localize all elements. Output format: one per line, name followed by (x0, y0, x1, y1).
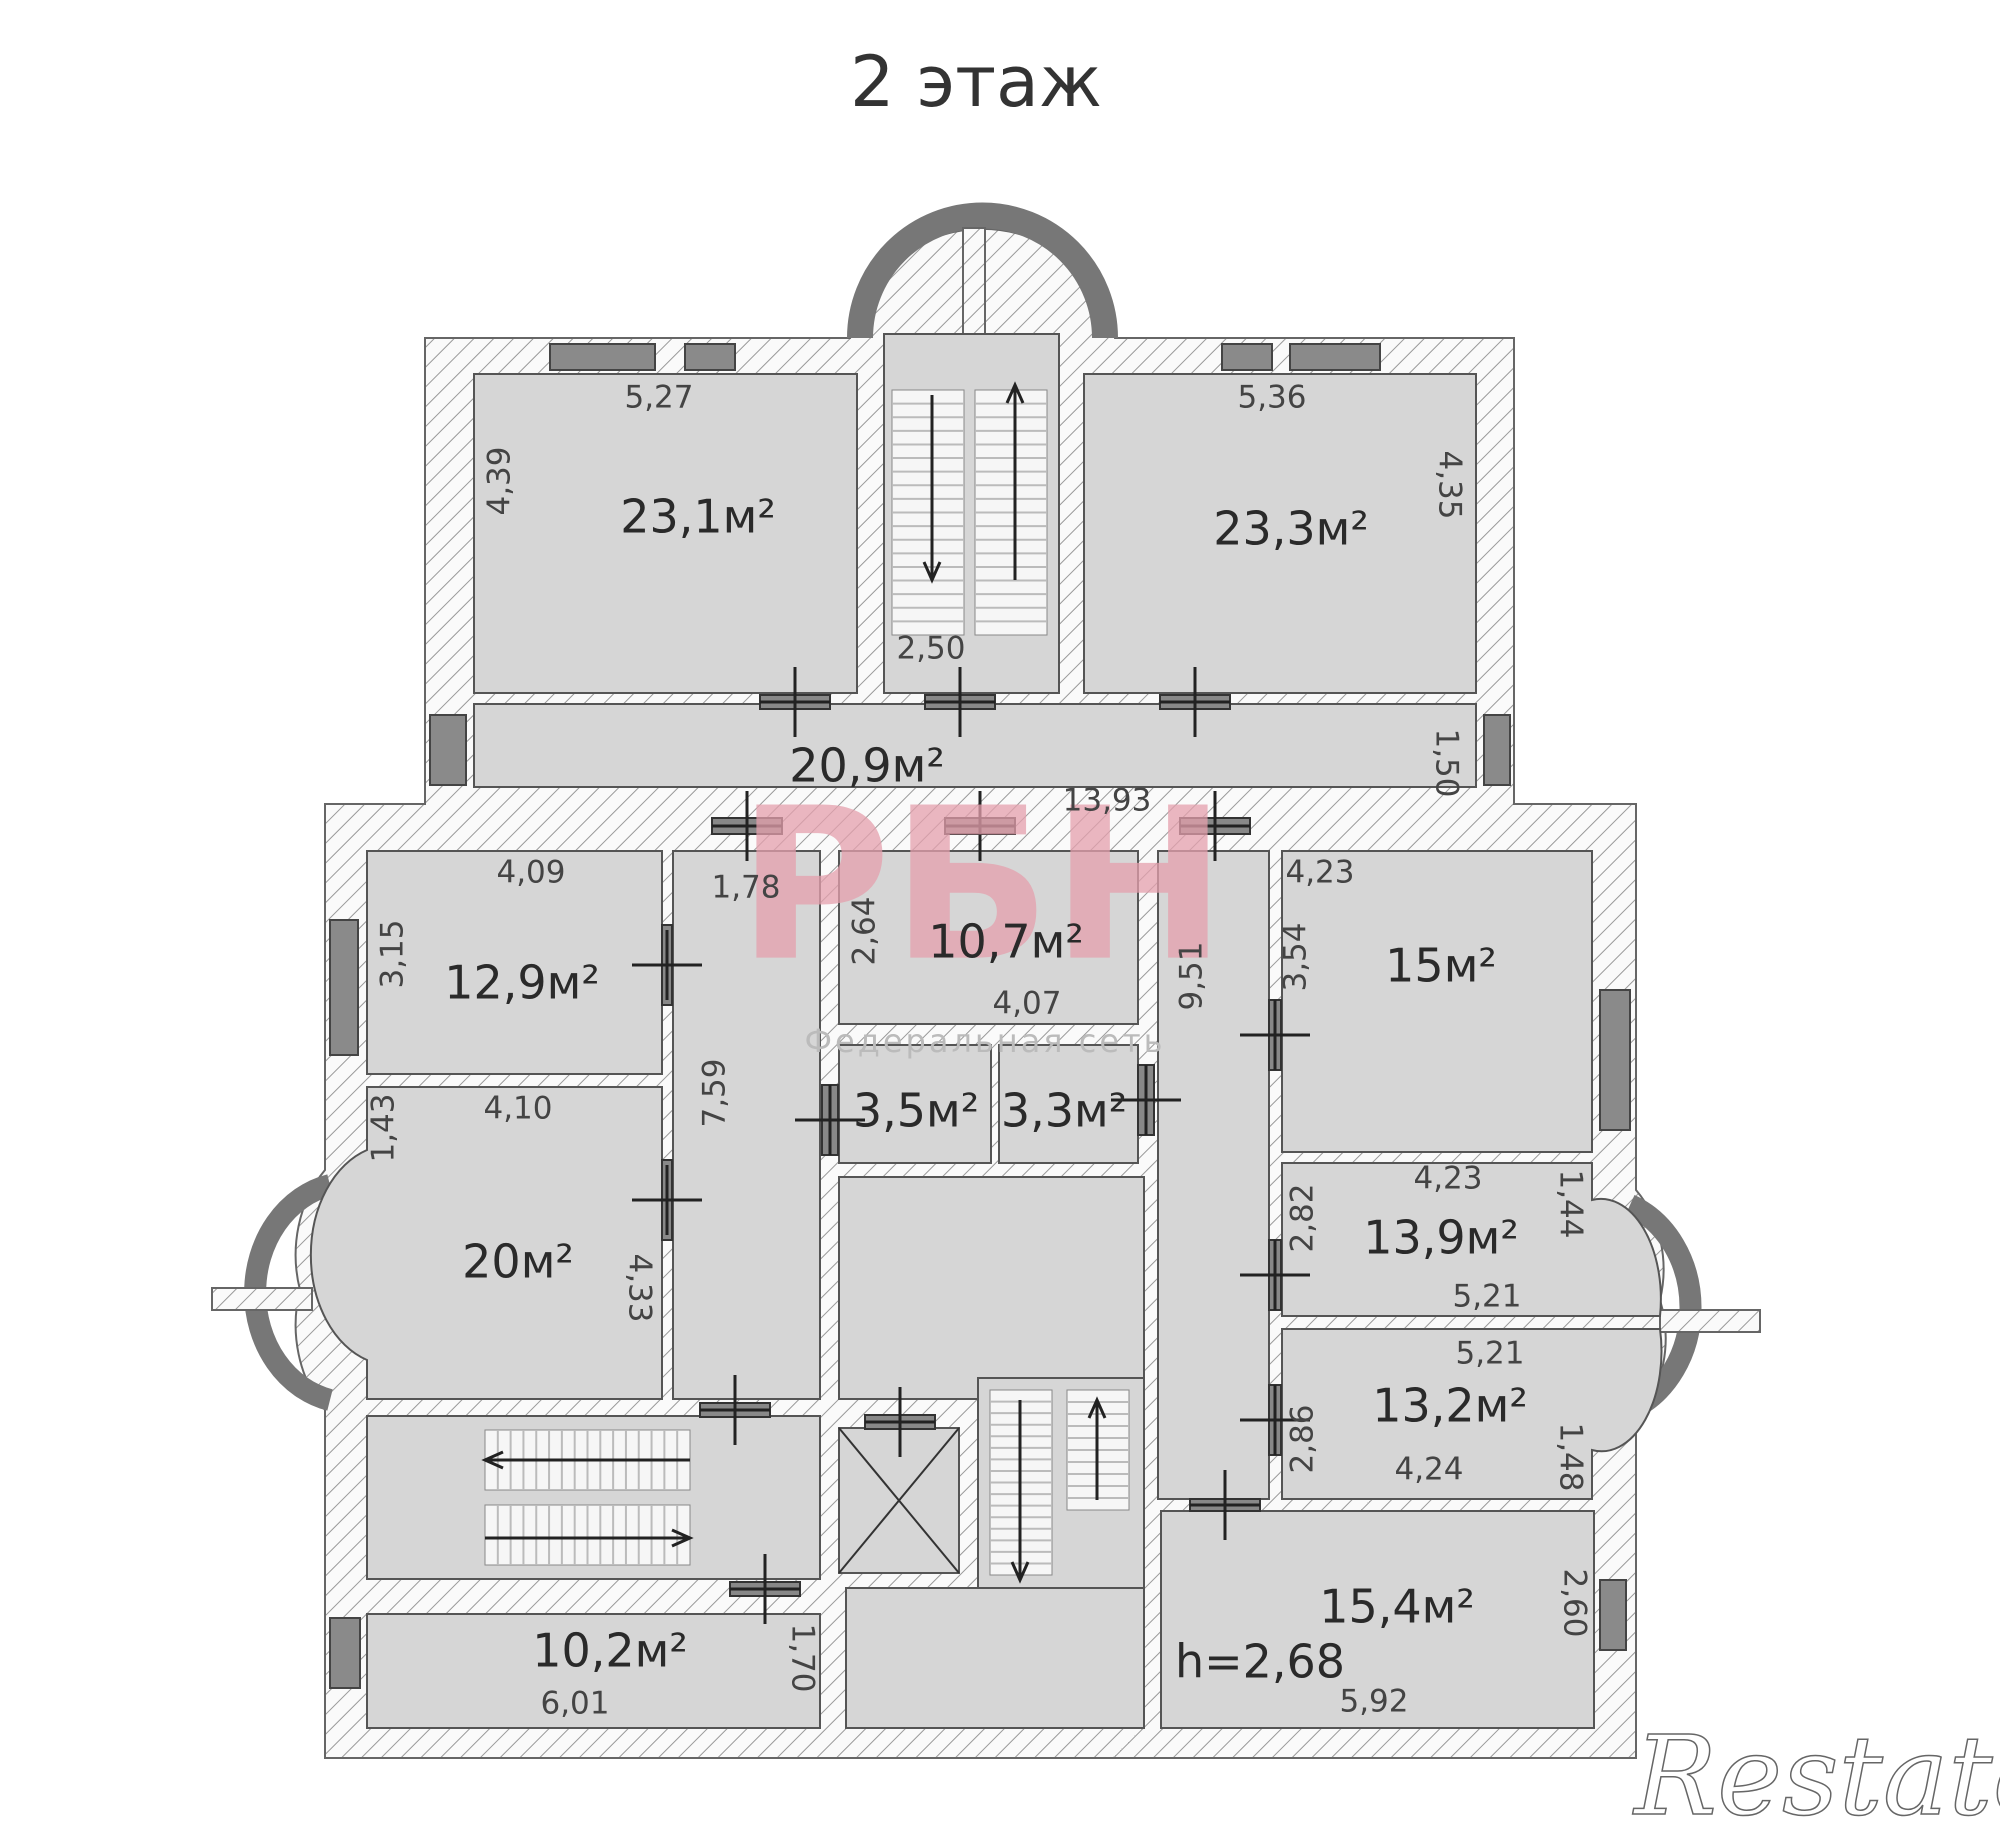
dimension-label: 2,60 (1557, 1568, 1593, 1637)
corridor-20-9 (473, 703, 1477, 788)
area-label: 13,9м² (1363, 1211, 1519, 1265)
doors (632, 667, 1310, 1624)
watermark-subtitle: Федеральная сеть (804, 1022, 1165, 1060)
dimension-label: 7,59 (697, 1058, 733, 1127)
dimension-label: 3,54 (1278, 922, 1314, 991)
room-13-2 (1281, 1328, 1663, 1500)
windows (329, 343, 1631, 1689)
area-label: 23,1м² (620, 490, 776, 544)
area-label: 23,3м² (1213, 502, 1369, 556)
stair-direction-arrow-icon (1010, 1400, 1030, 1584)
floor-title: 2 этаж (850, 41, 1102, 123)
room-10-2 (366, 1613, 821, 1729)
area-label: 3,5м² (853, 1084, 979, 1138)
hall-center (838, 1176, 1145, 1400)
bay-right (1625, 1194, 1702, 1421)
dimension-label: 4,35 (1432, 450, 1468, 519)
area-label: 13,2м² (1372, 1379, 1528, 1433)
dimension-label: 2,64 (847, 896, 883, 965)
room-12-9 (366, 850, 663, 1075)
dimension-label: 4,24 (1394, 1452, 1463, 1488)
room-13-9 (1281, 1162, 1662, 1317)
corridor-right (1157, 850, 1270, 1500)
dimension-label: 5,21 (1452, 1279, 1521, 1315)
corridor-left (672, 850, 821, 1400)
dimension-label: 4,23 (1413, 1161, 1482, 1197)
dimension-label: 5,27 (624, 380, 693, 416)
area-label: 20,9м² (789, 739, 945, 793)
dimension-label: 4,10 (483, 1091, 552, 1127)
dimension-label: 1,50 (1429, 728, 1465, 797)
stair-direction-arrow-icon (922, 395, 942, 584)
dimension-label: 13,93 (1063, 783, 1152, 819)
dimension-label: 5,92 (1339, 1684, 1408, 1720)
dimension-label: 2,82 (1285, 1183, 1321, 1252)
stair-direction-arrow-icon (485, 1528, 694, 1548)
dimension-label: 5,36 (1237, 380, 1306, 416)
dimension-label: 1,70 (785, 1623, 821, 1692)
entrance-right (1659, 1309, 1761, 1333)
stair-direction-arrow-icon (1087, 1396, 1107, 1500)
room-15-4 (1160, 1510, 1595, 1729)
stair-direction-arrow-icon (481, 1450, 690, 1470)
area-label: 10,2м² (532, 1624, 688, 1678)
dimension-label: 1,43 (366, 1093, 402, 1162)
area-label: 15,4м² (1319, 1580, 1475, 1634)
ceiling-height: h=2,68 (1175, 1635, 1345, 1689)
rooms (309, 333, 1663, 1729)
dimension-label: 4,23 (1285, 855, 1354, 891)
entrance-top (962, 227, 986, 339)
dimension-label: 6,01 (540, 1686, 609, 1722)
dimension-label: 4,39 (482, 446, 518, 515)
stair-direction-arrow-icon (1005, 381, 1025, 580)
dimension-label: 2,86 (1285, 1404, 1321, 1473)
room-23-1 (473, 373, 858, 694)
dimension-label: 2,50 (896, 631, 965, 667)
room-lower-center (845, 1587, 1145, 1729)
area-label: 3,3м² (1001, 1084, 1127, 1138)
area-label: 12,9м² (444, 956, 600, 1010)
room-3-5 (838, 1044, 992, 1164)
dimension-label: 4,09 (496, 855, 565, 891)
stairs (481, 381, 1130, 1584)
watermark-brand: РБН (737, 763, 1227, 1008)
dimension-label: 4,07 (992, 986, 1061, 1022)
arch-top (847, 202, 1118, 339)
room-3-3 (998, 1044, 1139, 1164)
dimension-label: 4,33 (622, 1253, 658, 1322)
dimension-label: 1,48 (1553, 1422, 1589, 1491)
room-20 (309, 1086, 663, 1400)
dimension-label: 1,44 (1553, 1169, 1589, 1238)
area-label: 20м² (462, 1235, 574, 1289)
area-label: 15м² (1385, 939, 1497, 993)
dimension-label: 3,15 (375, 919, 411, 988)
dimension-label: 1,78 (711, 870, 780, 906)
restate-logo: Restate (1632, 1712, 2000, 1834)
entrance-left (211, 1287, 313, 1311)
dimension-label: 5,21 (1455, 1336, 1524, 1372)
dimension-label: 9,51 (1174, 941, 1210, 1010)
room-10-7 (838, 850, 1139, 1025)
room-15 (1281, 850, 1593, 1153)
area-label: 10,7м² (928, 915, 1084, 969)
room-23-3 (1083, 373, 1477, 694)
